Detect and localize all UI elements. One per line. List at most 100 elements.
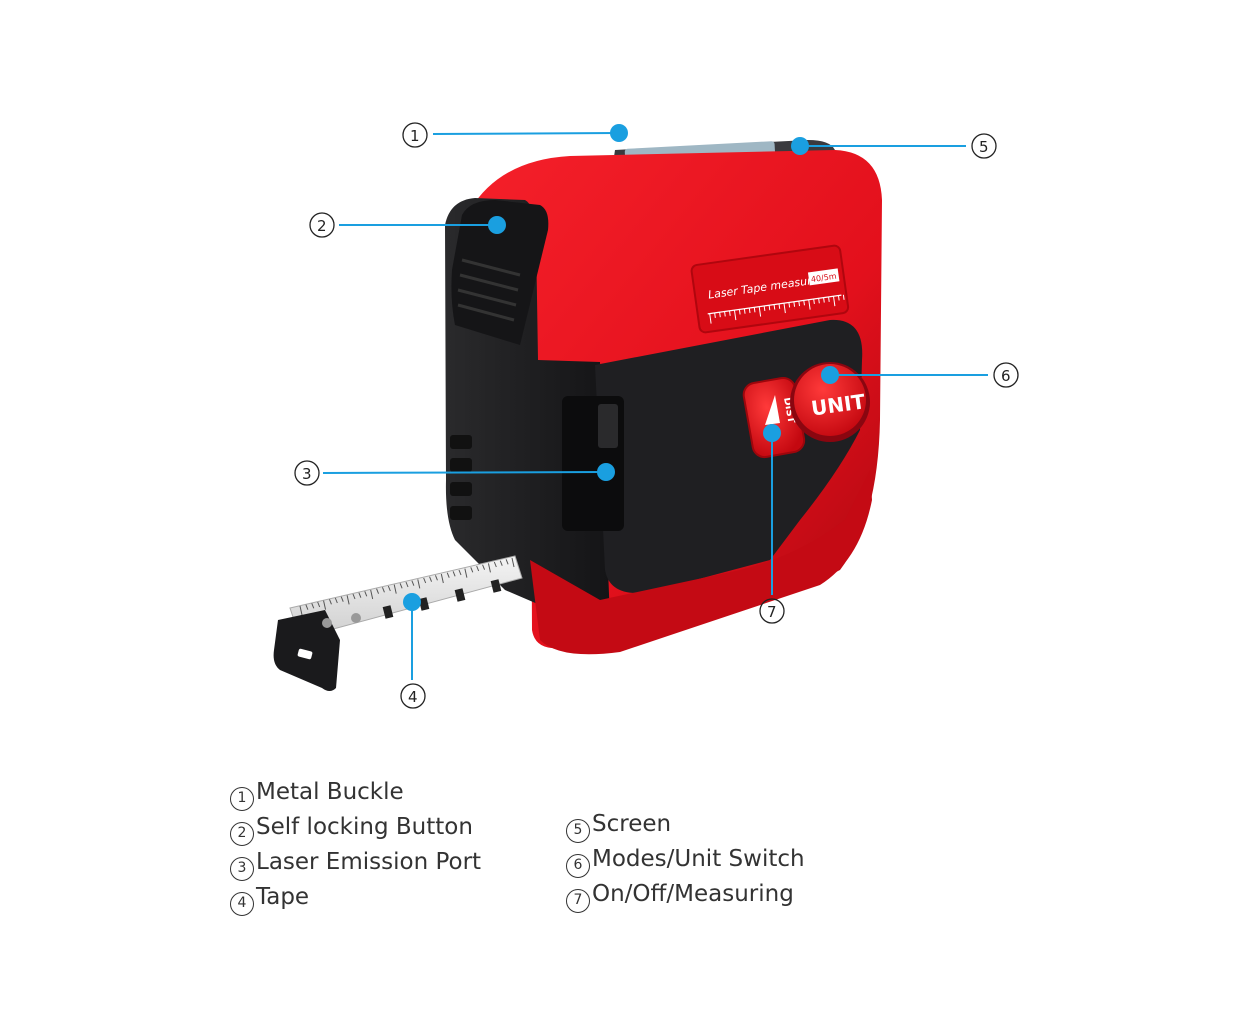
- legend-num: 4: [230, 892, 254, 916]
- legend-num: 5: [566, 819, 590, 843]
- tape-markings: [382, 579, 502, 619]
- callout-dot-2: [488, 216, 506, 234]
- tape-tick: [487, 563, 491, 573]
- tape-tick: [305, 604, 309, 610]
- tape-tick: [381, 587, 385, 593]
- label-ruler-tick: [709, 313, 712, 324]
- label-ruler-tick: [808, 299, 811, 310]
- label-ruler-tick: [788, 302, 791, 308]
- legend-text: Screen: [592, 811, 672, 837]
- label-ruler-tick: [753, 307, 756, 313]
- label-ruler-tick: [773, 304, 776, 310]
- tape-tick: [482, 564, 486, 570]
- label-ruler-tick: [778, 303, 781, 309]
- legend-text: Self locking Button: [256, 814, 473, 840]
- label-ruler-tick: [842, 294, 845, 300]
- tape-tick: [352, 593, 356, 600]
- tape-tick: [505, 559, 509, 565]
- side-grip: [450, 435, 472, 520]
- tape-tick: [358, 592, 362, 598]
- label-ruler-tick: [803, 300, 805, 306]
- label-ruler-tick: [719, 312, 721, 318]
- tape-tick: [370, 589, 374, 600]
- label-ruler-tick: [763, 305, 766, 311]
- label-ruler-tick: [783, 303, 786, 314]
- legend-num: 3: [230, 857, 254, 881]
- tape-tick: [405, 581, 409, 588]
- callout-number-5: 5: [979, 138, 989, 156]
- callout-badge-3: [294, 460, 320, 486]
- callout-number-6: 6: [1001, 367, 1011, 385]
- legend-text: Modes/Unit Switch: [592, 846, 805, 872]
- tape-tick: [464, 568, 468, 578]
- tape-tick: [328, 599, 332, 605]
- label-ruler-tick: [828, 296, 830, 302]
- tape-tick: [299, 605, 303, 616]
- callout-dot-7: [763, 424, 781, 442]
- legend-text: Metal Buckle: [256, 779, 404, 805]
- label-ruler-tick: [743, 308, 746, 314]
- label-ruler-tick: [793, 301, 796, 307]
- tape-tick: [376, 588, 380, 594]
- callout-number-4: 4: [408, 688, 418, 706]
- tape-tick: [411, 580, 415, 586]
- tape-tick: [434, 575, 438, 581]
- callout-badge-4: [400, 683, 426, 709]
- callout-dot-6: [821, 366, 839, 384]
- tape-tick: [423, 577, 427, 584]
- tape-tick: [429, 576, 433, 582]
- legend-num: 2: [230, 822, 254, 846]
- callout-number-2: 2: [317, 217, 327, 235]
- tape-tick: [340, 596, 344, 602]
- label-ruler-tick: [738, 309, 741, 315]
- label-ruler-tick: [714, 312, 716, 318]
- red-bottom-lip: [530, 470, 872, 655]
- callout-badge-2: [309, 212, 335, 238]
- label-ruler-tick: [798, 301, 801, 307]
- tape-measure-device: Laser Tape measure 40/5m DIST UNIT: [273, 140, 882, 691]
- tape-tick: [446, 572, 450, 578]
- label-spec: 40/5m: [810, 272, 837, 285]
- label-ruler-tick: [823, 297, 825, 303]
- callout-dot-3: [597, 463, 615, 481]
- callout-badge-1: [402, 122, 428, 148]
- callout-badge-7: [759, 598, 785, 624]
- tape-tick: [317, 601, 321, 608]
- callout-number-7: 7: [767, 603, 777, 621]
- tape-tick: [499, 560, 503, 566]
- unit-button[interactable]: UNIT: [790, 362, 870, 442]
- product-label: Laser Tape measure 40/5m: [690, 244, 850, 334]
- tape-tick: [393, 584, 397, 594]
- legend-text: Tape: [256, 884, 310, 910]
- legend-text: On/Off/Measuring: [592, 881, 794, 907]
- tape-tick: [440, 573, 444, 584]
- tape-tick: [311, 603, 315, 609]
- tape-tick: [346, 595, 350, 605]
- callout-dot-5: [791, 137, 809, 155]
- tape-tick: [493, 561, 497, 568]
- tape-tick: [364, 591, 368, 597]
- tape-tick: [452, 571, 456, 577]
- label-ruler-tick: [832, 296, 836, 307]
- callout-number-3: 3: [302, 465, 312, 483]
- tape-tick: [399, 583, 403, 589]
- tape-tick: [323, 600, 327, 610]
- callout-dot-1: [610, 124, 628, 142]
- label-ruler-tick: [768, 305, 771, 311]
- callout-number-1: 1: [410, 127, 420, 145]
- laser-triangle-icon: [765, 395, 780, 425]
- tape-tick: [470, 567, 474, 573]
- tape-tick: [511, 557, 515, 568]
- label-ruler-tick: [758, 306, 762, 317]
- tape-tick: [417, 579, 421, 589]
